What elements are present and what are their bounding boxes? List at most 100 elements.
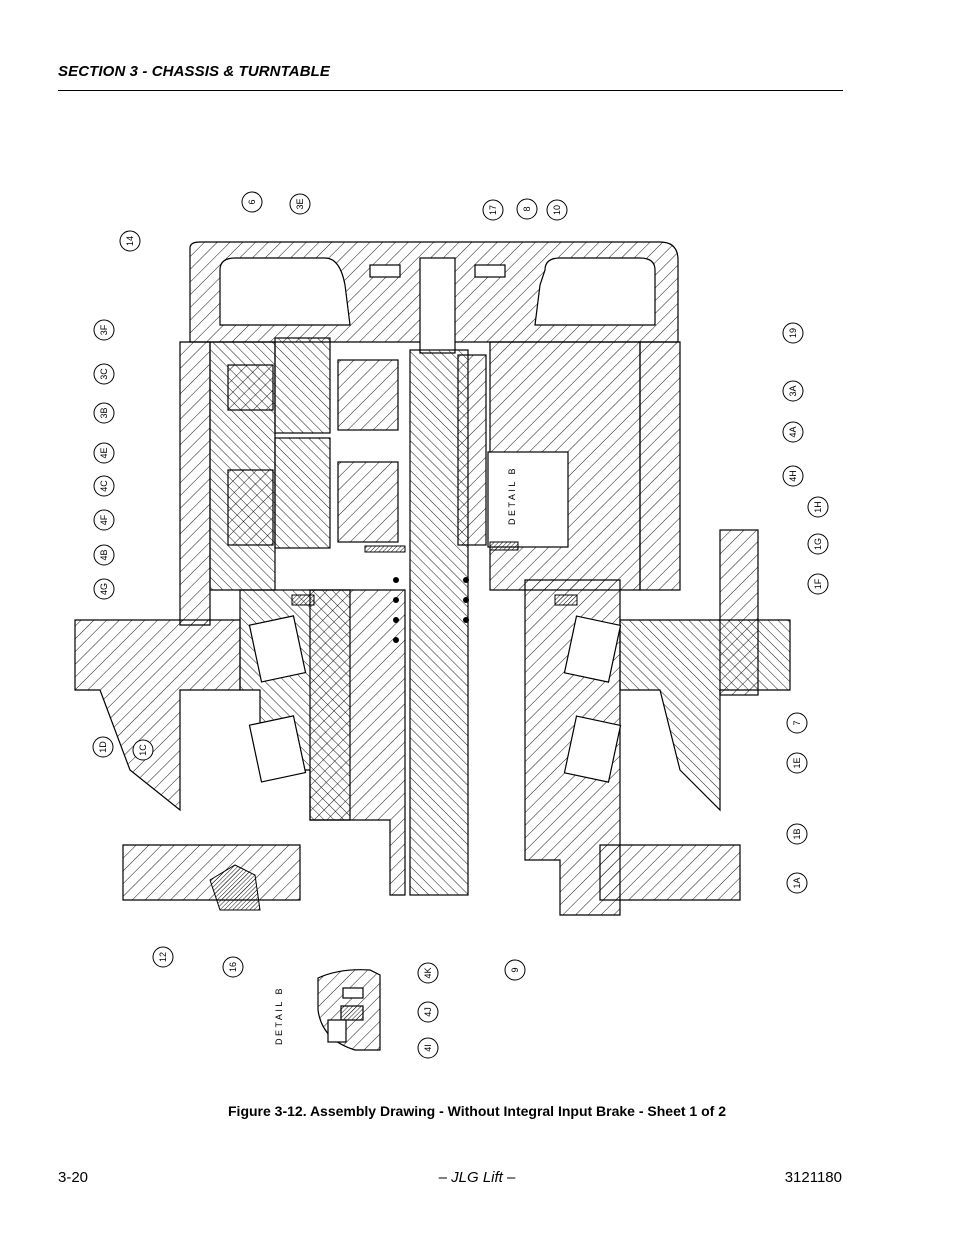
callout-10: 10: [546, 199, 568, 221]
callout-3a: 3A: [782, 380, 804, 402]
callout-text: 4E: [99, 447, 109, 458]
callout-text: 8: [522, 206, 532, 211]
detail-b-label-inset: DETAIL B: [274, 986, 284, 1045]
callout-1a: 1A: [786, 872, 808, 894]
callout-7: 7: [786, 712, 808, 734]
callout-text: 4A: [788, 426, 798, 437]
callout-text: 1B: [792, 828, 802, 839]
callout-circle: [504, 959, 526, 981]
seals: [209, 541, 578, 911]
callout-text: 1D: [98, 741, 108, 753]
callout-text: 3A: [788, 385, 798, 396]
callout-text: 4J: [423, 1007, 433, 1017]
callout-3f: 3F: [93, 319, 115, 341]
callout-4f: 4F: [93, 509, 115, 531]
callout-circle: [417, 1037, 439, 1059]
callout-circle: [546, 199, 568, 221]
callout-text: 17: [488, 205, 498, 215]
callout-circle: [516, 198, 538, 220]
callout-3b: 3B: [93, 402, 115, 424]
callout-circle: [786, 872, 808, 894]
input-shaft: [409, 349, 487, 896]
callout-text: 3E: [295, 198, 305, 209]
callout-text: 16: [228, 962, 238, 972]
callout-circle: [417, 1001, 439, 1023]
callout-4i: 4I: [417, 1037, 439, 1059]
callout-text: 6: [247, 199, 257, 204]
callout-4j: 4J: [417, 1001, 439, 1023]
callout-1c: 1C: [132, 739, 154, 761]
bearings: [248, 615, 622, 783]
callout-text: 4B: [99, 549, 109, 560]
callout-labels: 14 6 3E 17 8 10 3F 3C 3B 4E 4C 4F 4B 4G 19 3A 4A 4H 1H 1G 1F…: [92, 191, 829, 1059]
document-number: 3121180: [784, 1169, 842, 1186]
callout-3c: 3C: [93, 363, 115, 385]
callout-text: 1C: [138, 744, 148, 756]
callout-text: 1E: [792, 757, 802, 768]
callout-circle: [93, 475, 115, 497]
callout-text: 14: [125, 236, 135, 246]
callout-16: 16: [222, 956, 244, 978]
callout-text: 3C: [99, 368, 109, 380]
footer-publisher: – JLG Lift –: [438, 1169, 516, 1186]
callout-circle: [482, 199, 504, 221]
callout-circle: [93, 544, 115, 566]
callout-12: 12: [152, 946, 174, 968]
callout-circle: [807, 533, 829, 555]
callout-text: 1G: [813, 538, 823, 550]
callout-1h: 1H: [807, 496, 829, 518]
callout-circle: [222, 956, 244, 978]
callout-circle: [417, 962, 439, 984]
callout-circle: [782, 465, 804, 487]
callout-circle: [93, 319, 115, 341]
callout-4a: 4A: [782, 421, 804, 443]
callout-3e: 3E: [289, 193, 311, 215]
callout-4c: 4C: [93, 475, 115, 497]
callout-14: 14: [119, 230, 141, 252]
callout-4b: 4B: [93, 544, 115, 566]
callout-1g: 1G: [807, 533, 829, 555]
callout-text: 1H: [813, 501, 823, 513]
callout-17: 17: [482, 199, 504, 221]
detail-b-inset: [317, 969, 381, 1051]
callout-circle: [786, 752, 808, 774]
callout-text: 12: [158, 952, 168, 962]
callout-text: 1A: [792, 877, 802, 888]
callout-text: 19: [788, 328, 798, 338]
callout-circle: [786, 823, 808, 845]
callout-circle: [807, 573, 829, 595]
callout-1d: 1D: [92, 736, 114, 758]
callout-1f: 1F: [807, 573, 829, 595]
callout-1e: 1E: [786, 752, 808, 774]
callout-circle: [93, 363, 115, 385]
page-number: 3-20: [58, 1169, 89, 1186]
callout-6: 6: [241, 191, 263, 213]
callout-text: 1F: [813, 578, 823, 589]
section-header: SECTION 3 - CHASSIS & TURNTABLE: [58, 63, 843, 91]
callout-text: 4I: [423, 1044, 433, 1052]
section-title: SECTION 3 - CHASSIS & TURNTABLE: [58, 63, 331, 80]
callout-text: 9: [510, 967, 520, 972]
callout-circle: [807, 496, 829, 518]
callout-8: 8: [516, 198, 538, 220]
callout-circle: [119, 230, 141, 252]
planet-gears: [227, 337, 399, 549]
callout-text: 4H: [788, 470, 798, 482]
callout-text: 3B: [99, 407, 109, 418]
callout-circle: [132, 739, 154, 761]
callout-text: 4G: [99, 583, 109, 595]
callout-1b: 1B: [786, 823, 808, 845]
callout-4e: 4E: [93, 442, 115, 464]
assembly-drawing-svg: DETAIL B DETAIL B 14 6 3E 17 8 10 3F 3C 3B 4E 4C 4F…: [74, 191, 829, 1059]
callout-circle: [782, 322, 804, 344]
callout-text: 4F: [99, 514, 109, 525]
callout-circle: [93, 442, 115, 464]
callout-circle: [152, 946, 174, 968]
callout-text: 4C: [99, 480, 109, 492]
callout-circle: [782, 421, 804, 443]
callout-circle: [92, 736, 114, 758]
detail-b-label-main: DETAIL B: [507, 466, 517, 525]
callout-4k: 4K: [417, 962, 439, 984]
top-cover: [189, 241, 679, 354]
figure-caption: Figure 3-12. Assembly Drawing - Without …: [228, 1103, 726, 1119]
